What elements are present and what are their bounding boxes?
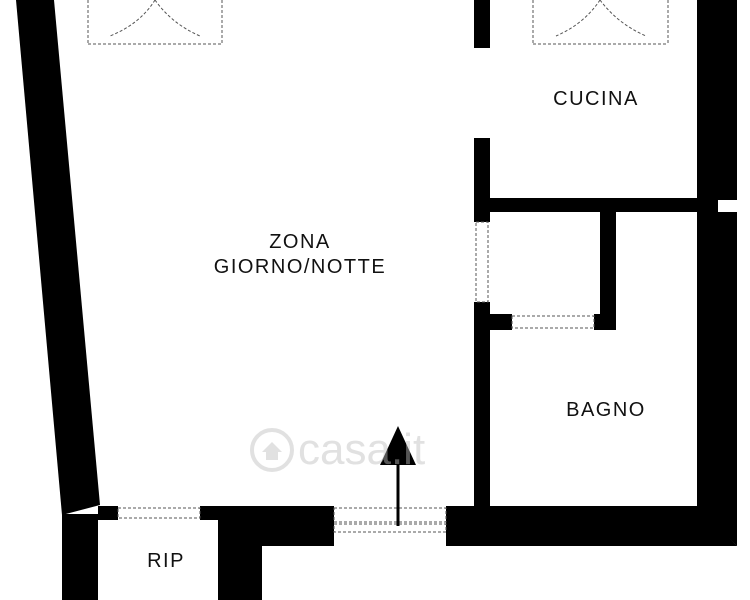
storage-label: RIP xyxy=(147,550,185,572)
walls xyxy=(16,0,737,600)
closet-bottom-wall-right xyxy=(594,314,616,330)
living-window xyxy=(87,0,223,45)
kitchen-bottom-wall xyxy=(474,198,718,212)
closet-door-opening xyxy=(511,315,595,329)
bottom-wall-corner xyxy=(218,506,262,600)
closet-side-opening xyxy=(475,221,489,303)
entrance-door-opening xyxy=(333,507,447,523)
entrance-door-step xyxy=(333,523,447,533)
right-exterior-wall-upper xyxy=(697,0,737,200)
left-exterior-wall xyxy=(16,0,100,515)
entrance-arrow-icon xyxy=(380,426,416,526)
living-label-line1: ZONA xyxy=(269,231,331,253)
bathroom-label: BAGNO xyxy=(566,399,646,421)
house-circle-icon xyxy=(250,428,294,472)
living-label-line2: GIORNO/NOTTE xyxy=(213,256,387,278)
closet-right-wall xyxy=(600,206,616,330)
kitchen-label: CUCINA xyxy=(553,88,639,110)
storage-top-wall-left xyxy=(98,506,118,520)
storage-top-wall-right xyxy=(200,506,220,520)
center-top-wall xyxy=(474,0,490,48)
storage-door-opening xyxy=(117,507,201,519)
closet-bottom-wall-left xyxy=(486,314,512,330)
storage-left-wall xyxy=(62,514,98,600)
watermark-text: casa.it xyxy=(298,425,426,474)
bottom-exterior-wall-right xyxy=(446,506,737,546)
right-exterior-wall-lower xyxy=(697,212,737,546)
center-wall-lower xyxy=(474,302,490,514)
openings xyxy=(87,0,669,533)
watermark: casa.it xyxy=(250,422,500,478)
kitchen-window xyxy=(532,0,669,45)
